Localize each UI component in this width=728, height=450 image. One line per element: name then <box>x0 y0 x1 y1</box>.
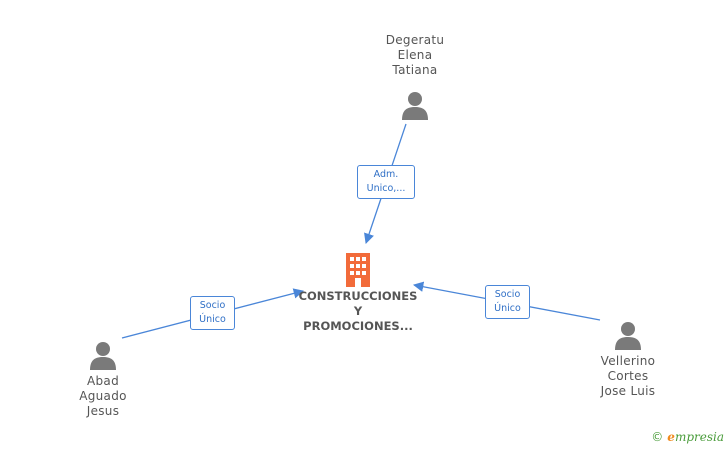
edge-label-degeratu[interactable]: Adm. Unico,... <box>357 165 415 199</box>
company-node[interactable]: CONSTRUCCIONES Y PROMOCIONES... <box>288 251 428 334</box>
copyright-icon: © <box>651 430 664 444</box>
building-icon <box>346 253 370 287</box>
person-icon <box>615 322 641 350</box>
person-node-abad[interactable]: Abad Aguado Jesus <box>58 340 148 419</box>
brand-name: mpresia <box>674 430 724 444</box>
brand-logo: ©empresia <box>651 430 724 444</box>
company-name: CONSTRUCCIONES Y PROMOCIONES... <box>298 289 418 333</box>
person-icon <box>90 342 116 370</box>
person-name-abad: Abad Aguado Jesus <box>79 374 127 418</box>
person-icon <box>402 92 428 120</box>
person-name-vellerino: Vellerino Cortes Jose Luis <box>600 354 656 398</box>
brand-initial: e <box>667 430 675 444</box>
person-node-degeratu[interactable]: Degeratu Elena Tatiana <box>370 33 460 120</box>
edge-label-abad[interactable]: Socio Único <box>190 296 235 330</box>
person-name-degeratu: Degeratu Elena Tatiana <box>385 33 445 77</box>
person-node-vellerino[interactable]: Vellerino Cortes Jose Luis <box>583 320 673 399</box>
edge-label-vellerino[interactable]: Socio Único <box>485 285 530 319</box>
